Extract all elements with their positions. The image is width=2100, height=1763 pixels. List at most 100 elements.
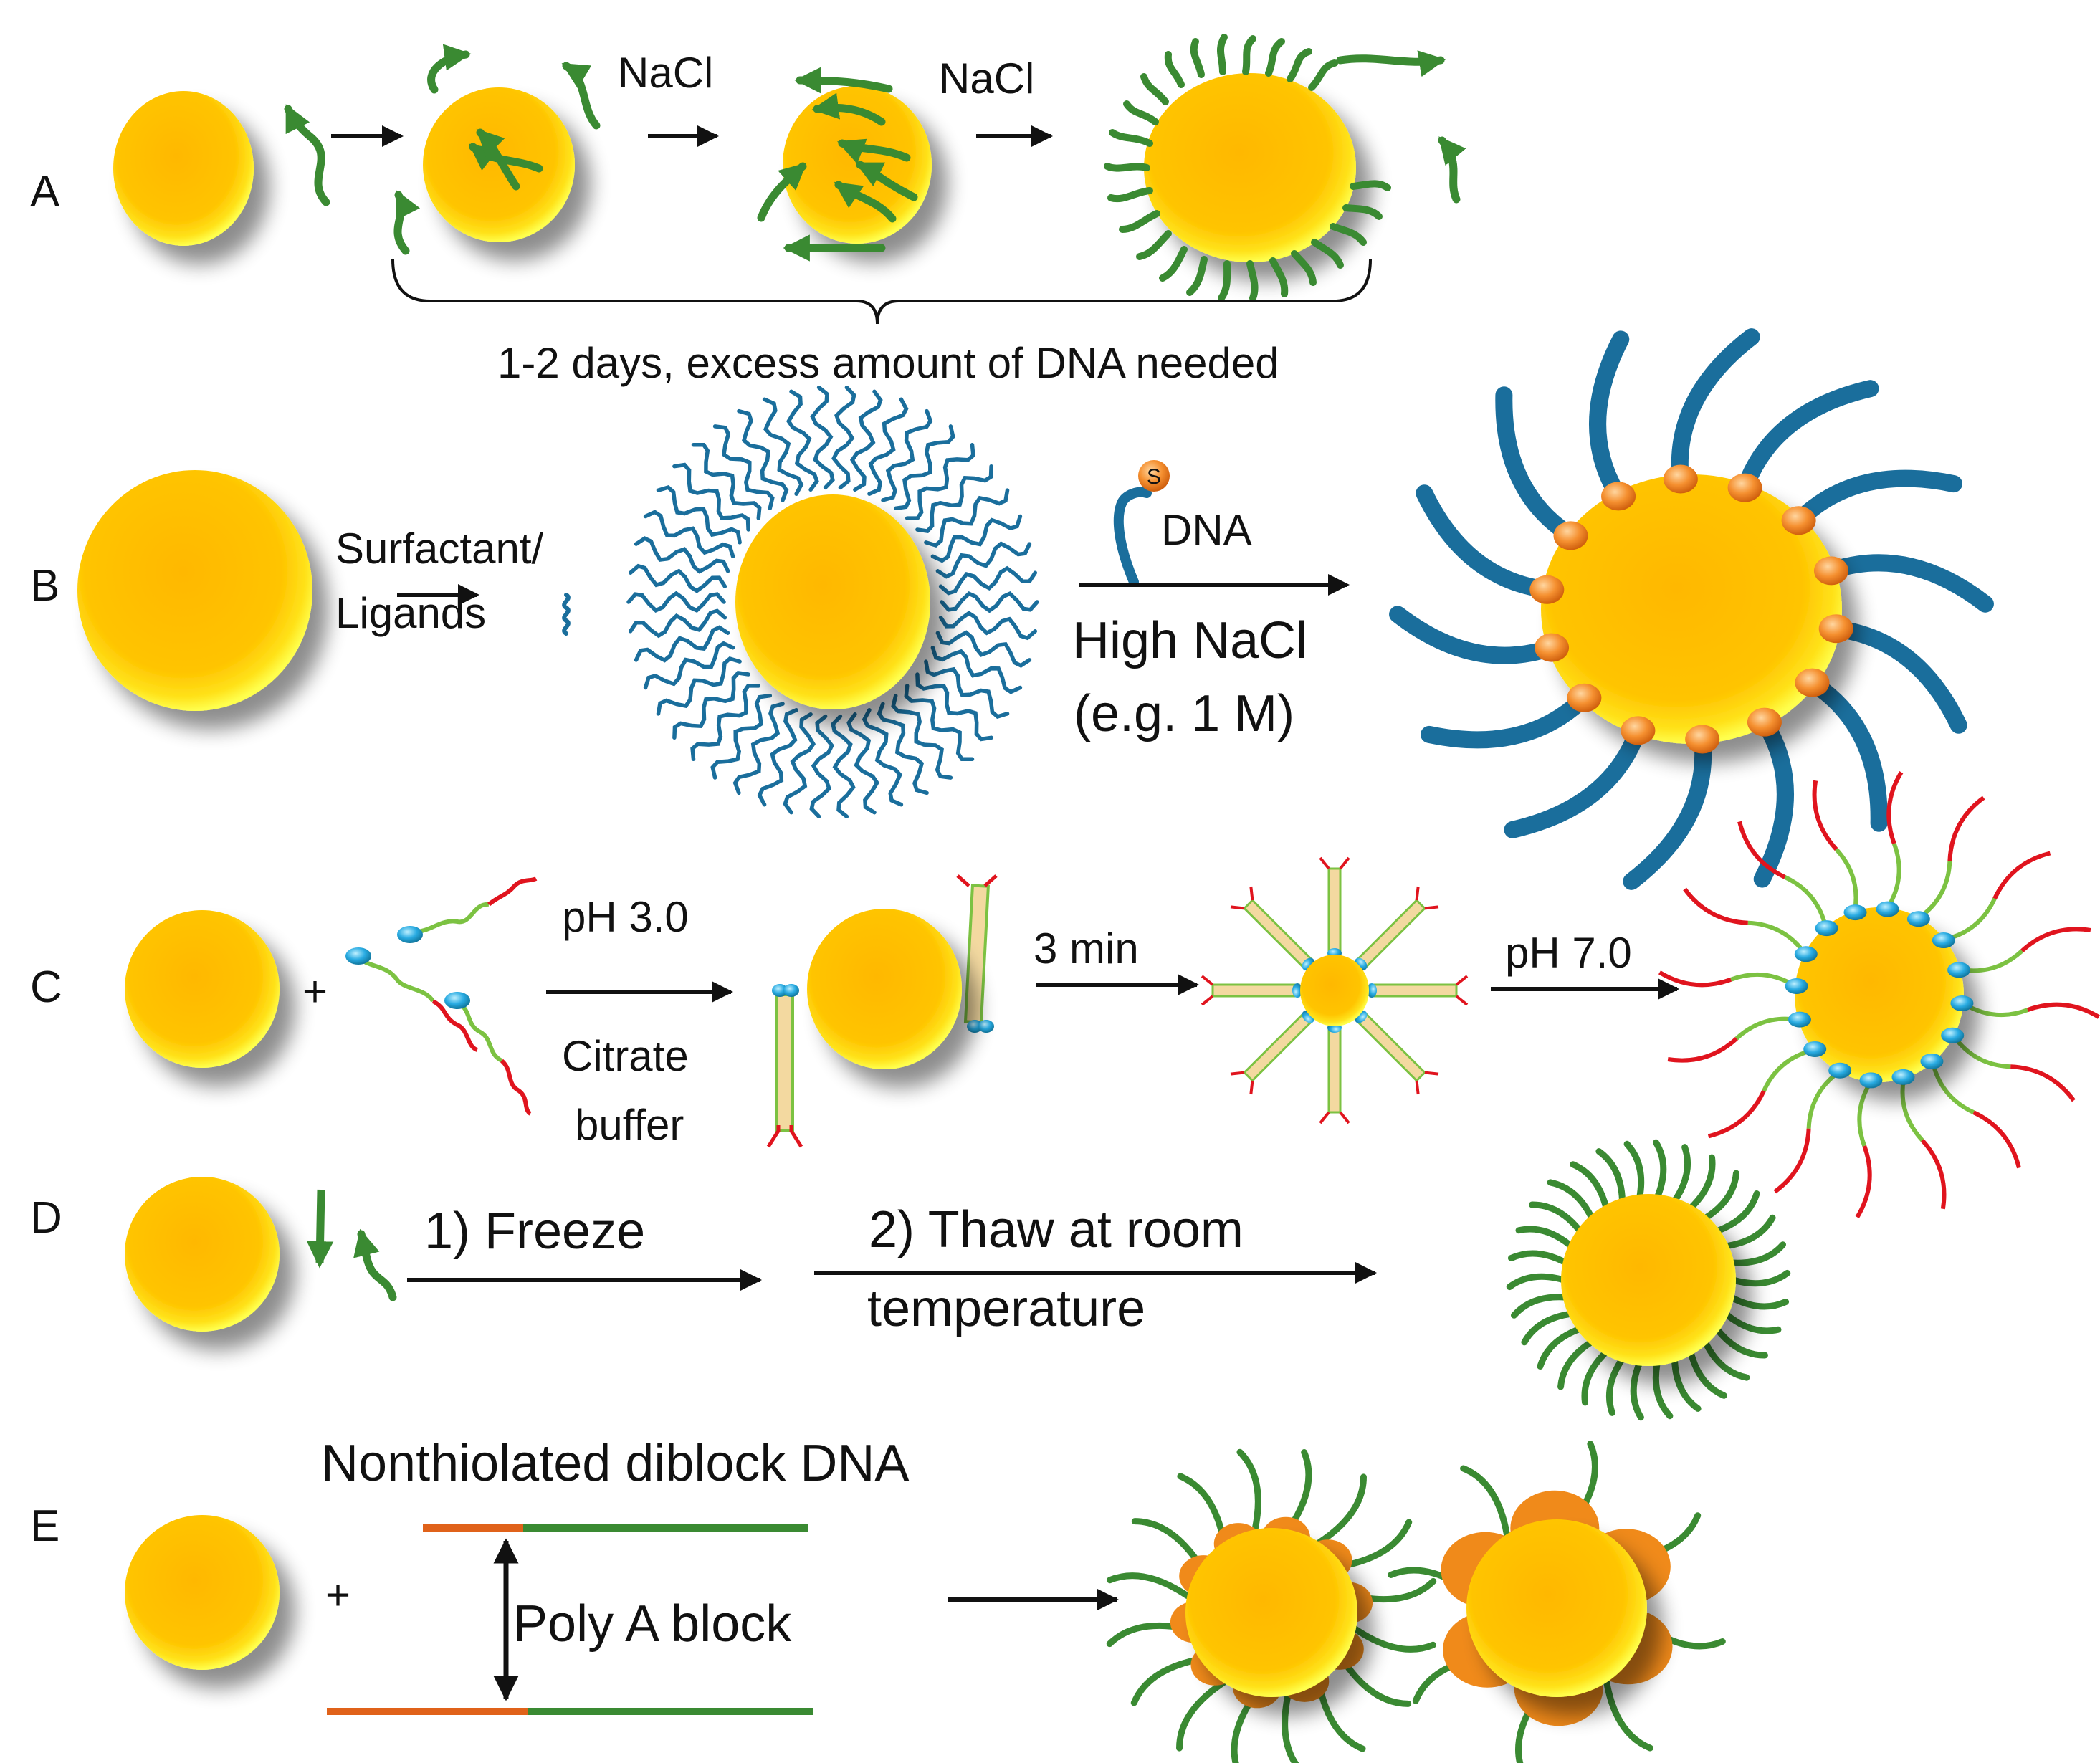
dna-strand	[1547, 1179, 1595, 1222]
dna-strand	[1947, 796, 1985, 861]
anchor-bead	[1815, 920, 1838, 937]
nacl-label: NaCl	[618, 49, 713, 97]
ph-label: pH 7.0	[1505, 929, 1632, 977]
cyan-anchor-beads	[1785, 901, 1974, 1089]
gold-nanoparticle	[807, 909, 962, 1069]
buffer-label: buffer	[575, 1101, 684, 1149]
ligand-strand	[672, 670, 750, 740]
dna-strand	[1421, 692, 1590, 749]
ligand-strand	[915, 464, 993, 534]
ligand-strand	[737, 408, 789, 502]
ligand-strand	[893, 424, 955, 511]
dna-strand	[2026, 1002, 2100, 1019]
anchor-bead	[1843, 904, 1867, 921]
ligand-strand	[831, 714, 856, 819]
ligand-strand	[626, 591, 726, 613]
thiol-group-icon	[1138, 460, 1170, 492]
dna-strand	[2010, 1064, 2076, 1102]
dna-strand	[1504, 725, 1646, 838]
thiol-group-icon	[1601, 482, 1636, 511]
dna-strand	[1177, 1473, 1228, 1546]
dna-strand	[1729, 1269, 1791, 1287]
reagent-label: Surfactant/	[335, 525, 543, 573]
dna-strand	[1702, 1170, 1739, 1222]
nacl-label: NaCl	[939, 54, 1034, 102]
dna-strand	[1992, 851, 2051, 900]
ligand-strand	[656, 656, 742, 716]
surface-dna-brush	[1506, 1139, 1791, 1421]
anchor-bead	[1920, 1053, 1944, 1069]
dna-strand	[1753, 717, 1794, 888]
ligand-strand	[846, 712, 879, 815]
bracket	[391, 259, 1372, 325]
anchor-bead	[1859, 1072, 1883, 1089]
dna-strand	[1595, 1148, 1626, 1205]
dna-strand	[1807, 676, 1888, 832]
dna-strand	[1557, 1338, 1595, 1390]
ligand-strand	[634, 536, 730, 574]
free-dna-strand	[1438, 136, 1466, 204]
duplex-probe	[1230, 1010, 1315, 1095]
dna-strand	[1107, 1572, 1190, 1600]
ph-label: pH 3.0	[562, 893, 689, 941]
dna-strand	[1667, 1036, 1738, 1063]
dna-strand	[1944, 897, 1997, 942]
gold-nanoparticle	[125, 910, 280, 1068]
dna-strand	[1707, 1089, 1766, 1139]
dna-strand	[1570, 1161, 1610, 1212]
thiol-group-icon	[1553, 521, 1588, 550]
dna-strand	[1806, 1070, 1841, 1129]
thiol-group-icon	[1621, 716, 1656, 745]
plus-sign: +	[302, 968, 328, 1016]
ligand-strand	[628, 608, 727, 639]
dna-strand	[1671, 1144, 1691, 1205]
dna-strand	[1340, 1656, 1412, 1707]
dna-strand	[1521, 1310, 1575, 1346]
ligand-strand	[935, 541, 1032, 579]
dna-coated-gold-nanoparticle	[1795, 907, 1964, 1082]
dna-strand	[1722, 1310, 1782, 1334]
freeze-label: 1) Freeze	[424, 1203, 645, 1260]
dna-strand	[1886, 770, 1904, 845]
ligand-strand	[930, 645, 1023, 694]
surface-dna-brush	[1104, 34, 1391, 302]
dna-strand	[1857, 1080, 1873, 1147]
ligand-strand	[809, 714, 834, 819]
anchor-bead	[1785, 978, 1808, 995]
dna-strand	[1416, 484, 1552, 598]
dna-label: DNA	[1161, 506, 1252, 554]
dna-strand	[1671, 328, 1760, 484]
ligand-strand	[924, 659, 1010, 719]
ligand-strand	[849, 389, 883, 492]
duplex-probe	[1367, 975, 1469, 1006]
free-dna-strand	[1336, 50, 1446, 77]
dna-strand	[1793, 469, 1962, 527]
anchor-bead	[1803, 1041, 1827, 1057]
duplex-dna-probes	[766, 874, 998, 1148]
anchor-bead	[1906, 911, 1930, 927]
ligand-strand	[881, 408, 933, 502]
gold-nanoparticle	[125, 1515, 280, 1670]
thaw-label: temperature	[867, 1280, 1145, 1337]
dna-coated-gold-nanoparticle	[1561, 1194, 1736, 1366]
panel-e-label: E	[30, 1501, 59, 1551]
ligand-strand	[924, 488, 1010, 548]
panel-a: A NaCl NaCl	[30, 34, 1466, 387]
polyA-label: Poly A block	[513, 1595, 792, 1653]
thiol-dna-strand	[1113, 487, 1152, 587]
thiol-group-icon	[1529, 575, 1565, 604]
thiol-group-icon	[1795, 668, 1830, 697]
dna-strand	[1722, 1214, 1776, 1250]
dna-strand	[1737, 821, 1786, 879]
dna-strand	[1589, 330, 1630, 502]
panel-e: Nonthiolated diblock DNA E + Poly A bloc…	[30, 1435, 1726, 1763]
plus-sign: +	[325, 1571, 350, 1619]
dna-strand	[1886, 843, 1901, 909]
duplex-probe	[1319, 1023, 1350, 1124]
ligand-strand	[877, 702, 929, 796]
dna-strand	[1737, 380, 1879, 493]
dna-strand	[1131, 1518, 1203, 1569]
dna-coated-gold-nanoparticle	[1144, 73, 1356, 262]
polyA-coated-nanoparticle	[1106, 1448, 1437, 1763]
anchor-bead	[1941, 1027, 1965, 1043]
